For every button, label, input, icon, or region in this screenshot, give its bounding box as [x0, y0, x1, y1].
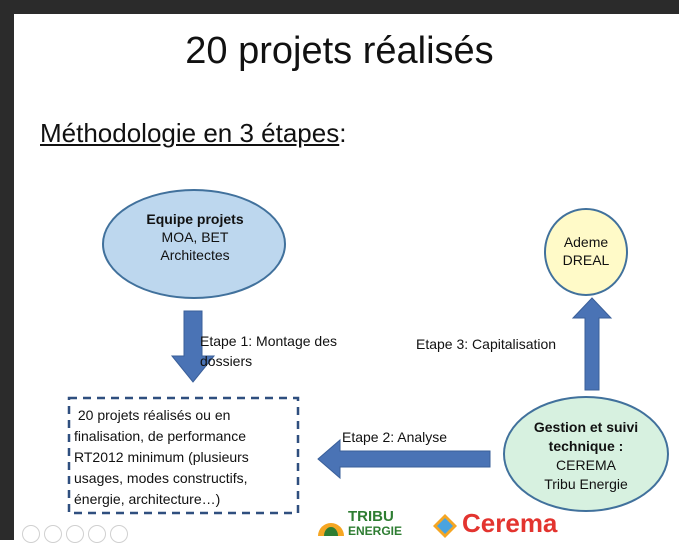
node-projets-label: 20 projets réalisés ou en finalisation, …: [74, 405, 304, 510]
node-projets-line: usages, modes constructifs,: [74, 470, 248, 486]
node-ademe-line1: Ademe: [563, 234, 609, 250]
step2-label: Etape 2: Analyse: [342, 429, 448, 445]
window-frame-top: [0, 0, 679, 14]
node-equipe-title: Equipe projets: [146, 211, 244, 227]
nav-zoom-icon[interactable]: [88, 525, 106, 543]
node-gestion-title1: Gestion et suivi: [533, 419, 639, 435]
window-frame-left: [0, 0, 14, 540]
tribu-logo-icon: [318, 523, 344, 536]
node-gestion-line2: Tribu Energie: [544, 476, 628, 492]
arrow-step3: [571, 297, 613, 391]
node-projets-line: finalisation, de performance: [74, 428, 246, 444]
node-ademe-label: Ademe DREAL: [546, 233, 626, 269]
tribu-logo-bottom: ENERGIE: [348, 524, 403, 538]
tribu-logo-text: TRIBU ENERGIE: [348, 508, 403, 538]
step1-line2: dossiers: [200, 353, 253, 369]
node-ademe-line2: DREAL: [562, 252, 610, 268]
node-gestion-line1: CEREMA: [556, 457, 616, 473]
nav-more-icon[interactable]: [110, 525, 128, 543]
node-ademe-ellipse: [544, 208, 628, 296]
node-gestion-label: Gestion et suivi technique : CEREMA Trib…: [510, 418, 662, 494]
slide-nav-controls: [22, 525, 128, 543]
subtitle-colon: :: [339, 118, 347, 148]
cerema-logo-text: Cerema: [462, 508, 558, 538]
subtitle-text: Méthodologie en 3 étapes: [40, 118, 340, 148]
cerema-logo-icon: [433, 514, 457, 538]
arrow-step1: [170, 310, 216, 383]
nav-slides-icon[interactable]: [66, 525, 84, 543]
slide-subtitle: Méthodologie en 3 étapes:: [40, 118, 346, 149]
slide-title: 20 projets réalisés: [185, 30, 494, 72]
node-projets-line: 20 projets réalisés ou en: [74, 407, 231, 423]
node-equipe-ellipse: [102, 189, 286, 299]
step1-label: Etape 1: Montage des dossiers: [200, 331, 337, 371]
node-gestion-ellipse: [503, 396, 669, 512]
node-equipe-line2: Architectes: [160, 247, 230, 263]
node-equipe-line1: MOA, BET: [161, 229, 229, 245]
node-projets-line: RT2012 minimum (plusieurs: [74, 449, 249, 465]
node-projets-line: énergie, architecture…): [74, 491, 221, 507]
nav-pen-icon[interactable]: [44, 525, 62, 543]
node-gestion-title2: technique :: [548, 438, 624, 454]
step3-label: Etape 3: Capitalisation: [416, 336, 557, 352]
node-projets-box: [67, 396, 300, 515]
node-equipe-label: Equipe projets MOA, BET Architectes: [110, 210, 280, 264]
arrow-step2: [317, 438, 491, 480]
step1-line1: Etape 1: Montage des: [200, 333, 337, 349]
nav-prev-icon[interactable]: [22, 525, 40, 543]
tribu-logo-top: TRIBU: [348, 508, 394, 525]
